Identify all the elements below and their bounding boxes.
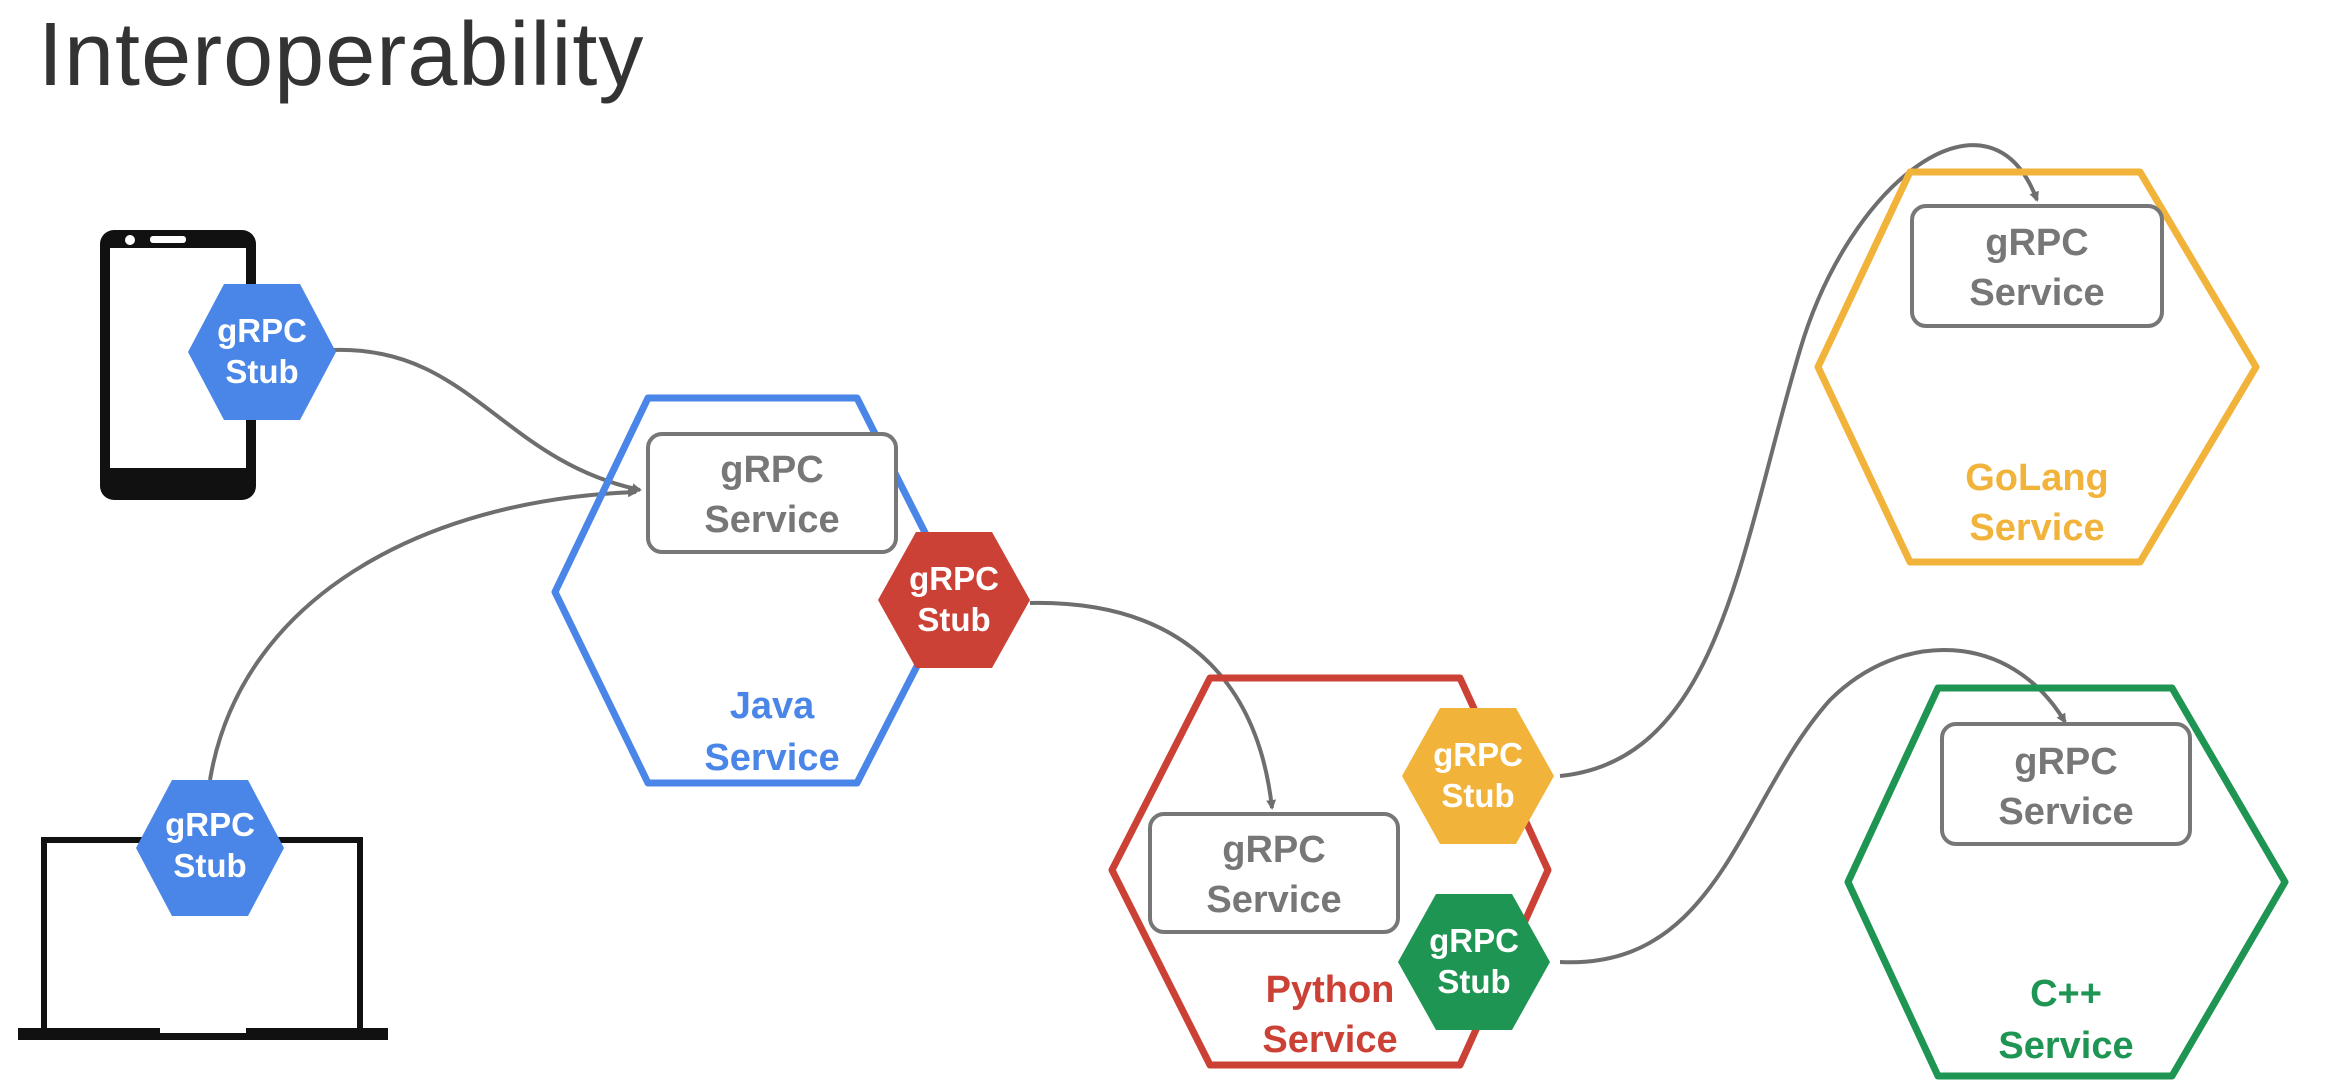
arrow-python-to-golang (1559, 143, 2039, 778)
stub-laptop-line2: Stub (173, 847, 246, 884)
stub-python-golang-line2: Stub (1441, 777, 1514, 814)
python-grpc-service-line1: gRPC (1222, 829, 1325, 871)
python-grpc-service-box (1148, 812, 1400, 934)
arrow-phone-to-java (331, 347, 642, 494)
java-service: gRPC Service Java Service (551, 394, 959, 787)
golang-grpc-service-line1: gRPC (1985, 222, 2088, 264)
stub-java-line1: gRPC (909, 560, 999, 597)
arrow-java-to-python (1029, 600, 1277, 810)
java-grpc-service-line1: gRPC (720, 449, 823, 491)
python-service-hexagon (1108, 674, 1552, 1069)
golang-service: gRPC Service GoLang Service (1814, 168, 2260, 566)
golang-service-label-line2: Service (1969, 507, 2104, 549)
stub-java-line2: Stub (917, 601, 990, 638)
stub-python-cpp: gRPC Stub (1398, 894, 1550, 1030)
golang-service-hexagon (1814, 168, 2260, 566)
stub-laptop-line1: gRPC (165, 806, 255, 843)
cpp-service-label-line2: Service (1998, 1025, 2133, 1067)
arrow-laptop-to-java (208, 487, 638, 781)
cpp-service-label-line1: C++ (2030, 973, 2102, 1015)
connection-arrows (208, 143, 2067, 965)
cpp-service-hexagon (1844, 684, 2289, 1080)
cpp-service: gRPC Service C++ Service (1844, 684, 2289, 1080)
python-service: gRPC Service Python Service (1108, 674, 1552, 1069)
python-service-label-line2: Service (1262, 1019, 1397, 1061)
page-title: Interoperability (38, 5, 645, 105)
golang-service-label-line1: GoLang (1965, 457, 2109, 499)
cpp-grpc-service-line1: gRPC (2014, 741, 2117, 783)
java-grpc-service-line2: Service (704, 499, 839, 541)
cpp-grpc-service-line2: Service (1998, 791, 2133, 833)
golang-grpc-service-box (1910, 204, 2164, 328)
stub-python-golang-line1: gRPC (1433, 736, 1523, 773)
golang-grpc-service-line2: Service (1969, 272, 2104, 314)
stub-python-cpp-line1: gRPC (1429, 922, 1519, 959)
java-grpc-service-box (646, 432, 898, 554)
stub-phone: gRPC Stub (188, 284, 336, 420)
cpp-grpc-service-box (1940, 722, 2192, 846)
stub-phone-line2: Stub (225, 353, 298, 390)
stub-laptop: gRPC Stub (136, 780, 284, 916)
stub-java: gRPC Stub (878, 532, 1030, 668)
java-service-label-line1: Java (730, 685, 815, 727)
python-service-label-line1: Python (1266, 969, 1395, 1011)
stub-python-golang: gRPC Stub (1402, 708, 1554, 844)
stub-phone-line1: gRPC (217, 312, 307, 349)
java-service-label-line2: Service (704, 737, 839, 779)
stub-python-cpp-line2: Stub (1437, 963, 1510, 1000)
java-service-hexagon (551, 394, 959, 787)
arrow-python-to-cpp (1559, 648, 2067, 965)
python-grpc-service-line2: Service (1206, 879, 1341, 921)
